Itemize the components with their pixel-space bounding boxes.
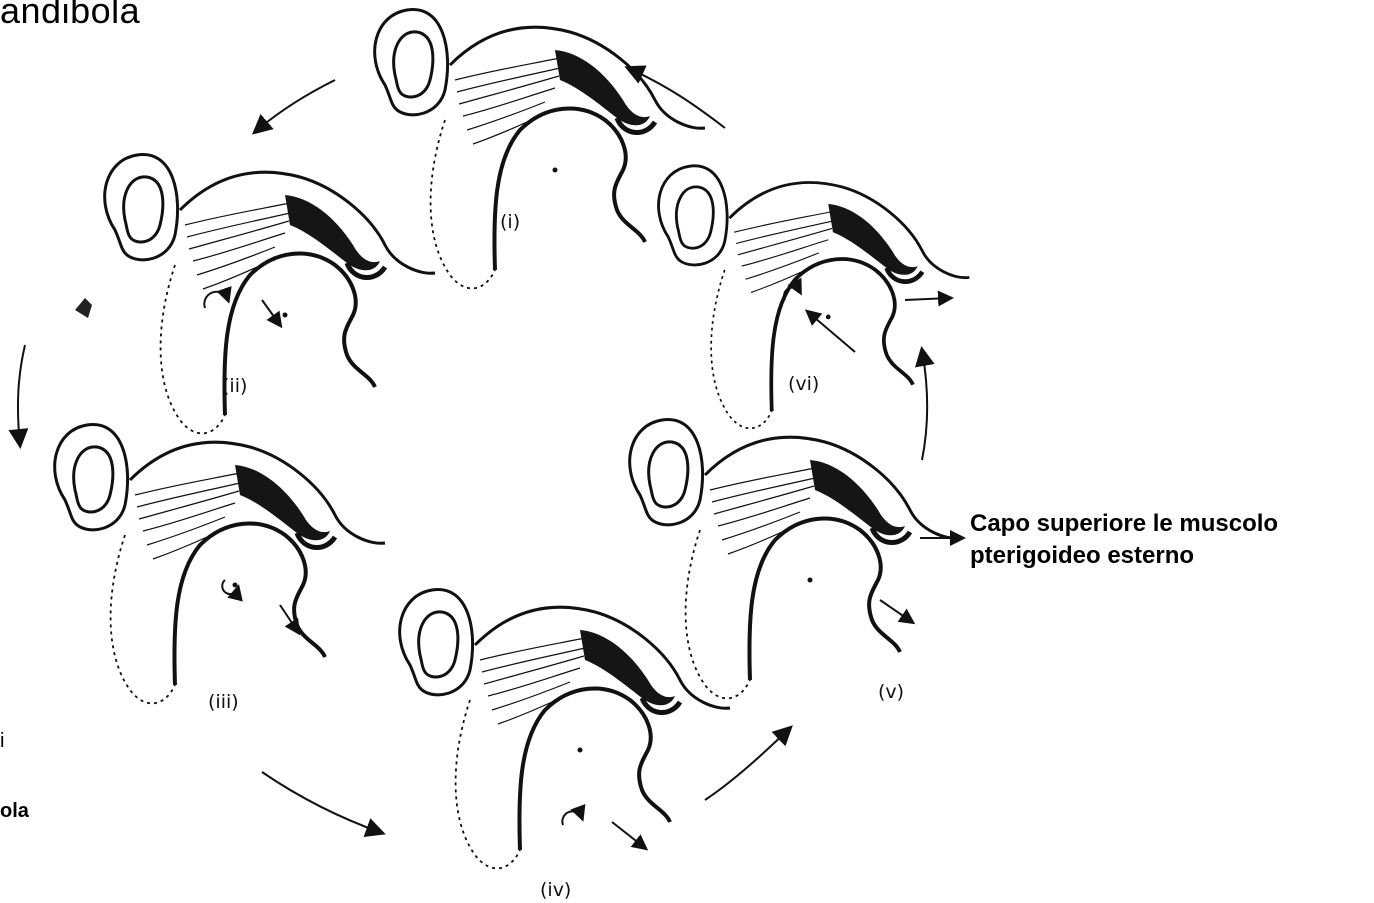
stage-label: (vi) <box>788 373 819 395</box>
artifact-mark <box>75 298 92 318</box>
cycle-arrow-icon <box>705 728 790 800</box>
cycle-arrow-icon <box>262 772 382 833</box>
cycle-arrow-icon <box>18 345 25 445</box>
stage-label: (iv) <box>540 879 571 901</box>
stage-iii-joint: (iii) <box>55 424 385 713</box>
stage-v-joint: (v) <box>630 419 960 703</box>
stage-label: (i) <box>500 211 520 233</box>
rotation-arrow-icon <box>562 811 582 825</box>
joint-movement-arrow <box>905 298 950 300</box>
stage-iv-joint: (iv) <box>400 589 730 901</box>
cycle-arrow-icon <box>255 80 335 132</box>
joint-movement-arrow <box>262 300 280 325</box>
stage-label: (iii) <box>208 691 239 713</box>
rotation-arrow-icon <box>204 292 228 308</box>
stage-label: (ii) <box>222 375 247 397</box>
stage-ii-joint: (ii) <box>105 154 435 433</box>
stage-i-joint: (i) <box>375 9 705 288</box>
stage-label: (v) <box>878 681 904 703</box>
joint-movement-arrow <box>612 822 645 848</box>
cycle-arrow-icon <box>922 350 927 460</box>
stage-vi-joint: (vi) <box>659 166 970 429</box>
joint-movement-arrow <box>808 312 855 352</box>
joint-movement-arrow <box>880 600 912 622</box>
